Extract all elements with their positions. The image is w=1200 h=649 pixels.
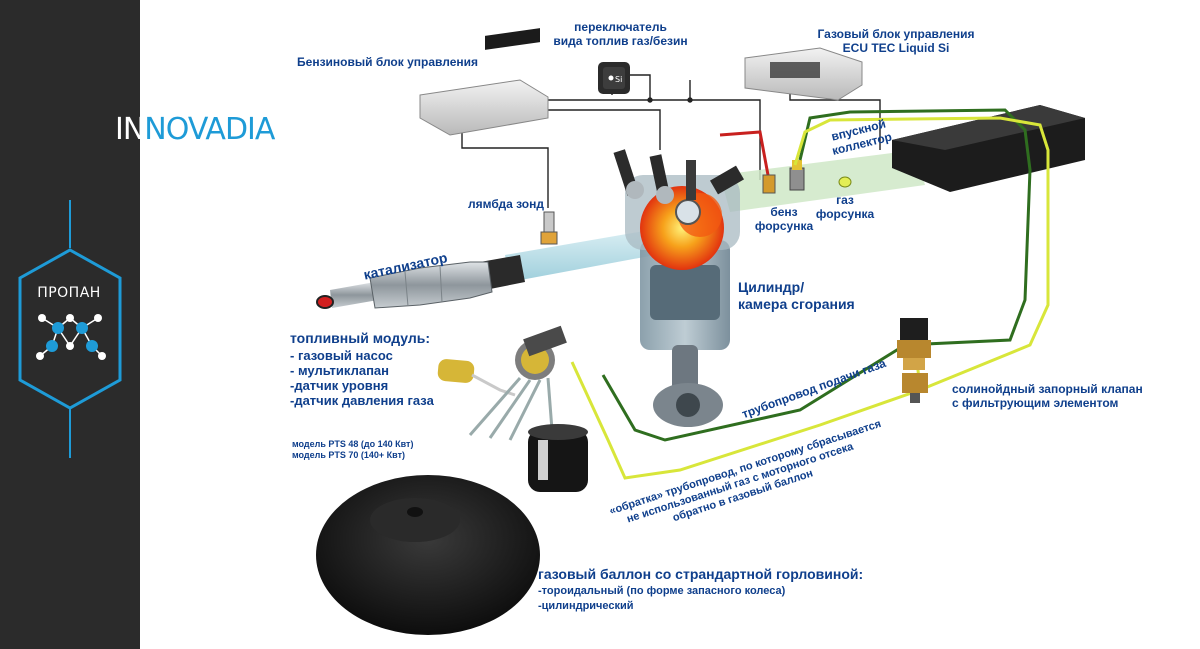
fuel-module-model-2: модель PTS 70 (140+ Квт) (292, 450, 405, 460)
petrol-injector-label: бенз форсунка (754, 205, 814, 233)
fuel-module-models: модель PTS 48 (до 140 Квт) модель PTS 70… (292, 439, 413, 461)
cylinder-label-line2: камера сгорания (738, 296, 855, 312)
gas-ecu-label-line1: Газовый блок управления (817, 27, 975, 41)
petrol-injector-label-line1: бенз (770, 205, 798, 219)
exhaust-pipe (480, 230, 655, 290)
gas-injector-icon (789, 160, 805, 191)
fuel-module-item: -датчик уровня (290, 378, 389, 393)
intake-manifold (720, 150, 925, 212)
fuel-module-item: -датчик давления газа (290, 393, 434, 408)
gas-tank-item-toroidal: -тороидальный (по форме запасного колеса… (538, 585, 786, 597)
petrol-ecu-label: Бензиновый блок управления (297, 55, 478, 69)
gas-injector-label: газ форсунка (815, 193, 875, 221)
molecule-icon (36, 314, 106, 360)
gas-reducer-icon (892, 105, 1085, 192)
fuel-module-list: - газовый насос - мультиклапан -датчик у… (290, 348, 434, 408)
gas-ecu-label-line2: ECU TEC Liquid Si (842, 41, 950, 55)
fuel-switch-icon: Si (598, 62, 630, 94)
gas-tank-item-cylindrical: -цилиндрический (538, 600, 634, 612)
lambda-sensor-label: лямбда зонд (468, 197, 544, 211)
lambda-sensor-icon (540, 211, 558, 245)
fuel-module-title: топливный модуль: (290, 330, 431, 346)
gas-tank-title: газовый баллон со страндартной горловино… (538, 566, 864, 582)
gas-ecu-label: Газовый блок управления ECU TEC Liquid S… (812, 27, 980, 55)
fuel-module-icon (437, 325, 567, 446)
propane-badge-label: ПРОПАН (37, 285, 101, 301)
solenoid-valve-label-line1: солинойдный запорный клапан (952, 382, 1143, 396)
solenoid-valve-label-line2: с фильтрующим элементом (952, 396, 1119, 410)
brand-logo-part1: IN (115, 112, 145, 147)
fuel-module-item: - мультиклапан (290, 363, 389, 378)
gas-ecu-icon (744, 47, 863, 101)
brand-logo-part2: NOVADIA (144, 112, 275, 147)
switch-label-line1: переключатель (574, 20, 667, 34)
fuel-pump-icon (528, 424, 588, 492)
petrol-injector-icon (719, 130, 776, 194)
catalyst-icon (316, 261, 493, 309)
cylinder-label: Цилиндр/ камера сгорания (738, 279, 855, 313)
propane-badge (18, 200, 122, 458)
cylinder-label-line1: Цилиндр/ (738, 279, 805, 295)
fuel-module-model-1: модель PTS 48 (до 140 Квт) (292, 439, 414, 449)
gas-tank-icon (316, 475, 540, 635)
gas-nozzle-icon (838, 176, 852, 188)
fuel-module-item: - газовый насос (290, 348, 393, 363)
gas-injector-label-line2: форсунка (815, 207, 875, 221)
switch-label-line2: вида топлив газ/безин (553, 34, 688, 48)
svg-text:Si: Si (615, 75, 622, 84)
engine-cylinder-icon (613, 149, 744, 427)
solenoid-valve-label: солинойдный запорный клапан с фильтрующи… (952, 382, 1143, 410)
switch-label: переключатель вида топлив газ/безин (548, 20, 693, 48)
gas-supply-line (601, 108, 1032, 442)
gas-injector-label-line1: газ (836, 193, 854, 207)
sidebar (0, 0, 140, 649)
petrol-injector-label-line2: форсунка (754, 219, 814, 233)
solenoid-valve-icon (897, 318, 931, 403)
petrol-ecu-icon (419, 28, 549, 136)
brand-logo: INNOVADIA (115, 112, 275, 147)
